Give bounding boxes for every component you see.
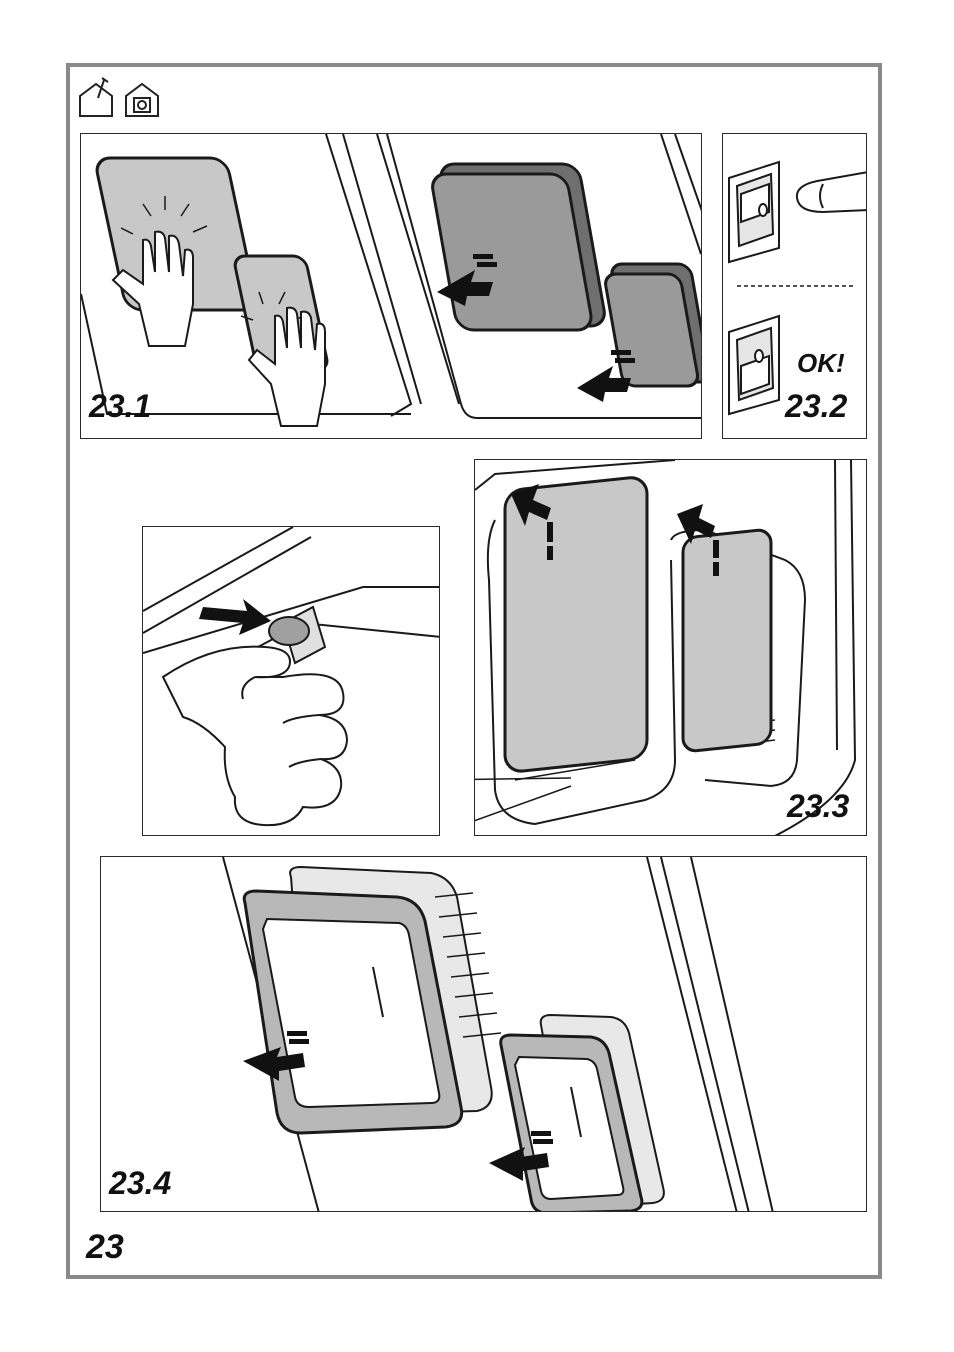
panel-23-4: 23.4 xyxy=(100,856,867,1212)
panel-23-3: 23.3 xyxy=(474,459,867,836)
hand-pushing xyxy=(163,647,347,826)
lamp-frame-large xyxy=(244,867,501,1133)
arrow-push xyxy=(199,599,271,635)
filter-large-removed xyxy=(430,164,607,330)
filter-small-lifted xyxy=(683,529,771,752)
panel-23-3-illustration xyxy=(475,460,867,836)
panel-label: 23.2 xyxy=(785,390,847,422)
panel-23-1: 23.1 xyxy=(80,133,702,439)
finger-icon xyxy=(797,172,867,212)
header-icons xyxy=(76,76,166,120)
house-extraction-icon xyxy=(126,84,158,116)
inset-illustration xyxy=(143,527,440,836)
panel-label: 23.3 xyxy=(787,790,849,822)
switch-on-icon xyxy=(729,162,779,262)
panel-label: 23.4 xyxy=(109,1167,171,1199)
house-install-icon xyxy=(80,78,112,116)
filter-small-removed xyxy=(604,264,702,386)
panel-label: 23.1 xyxy=(89,390,151,422)
panel-23-3-inset xyxy=(142,526,440,836)
switch-off-icon xyxy=(729,316,779,414)
panel-23-1-illustration xyxy=(81,134,702,439)
figure-number: 23 xyxy=(86,1230,124,1264)
ok-note: OK! xyxy=(797,350,845,376)
panel-23-2: OK! 23.2 xyxy=(722,133,867,439)
lamp-frame-small xyxy=(501,1015,664,1212)
panel-23-4-illustration xyxy=(101,857,867,1212)
release-knob xyxy=(269,617,309,645)
